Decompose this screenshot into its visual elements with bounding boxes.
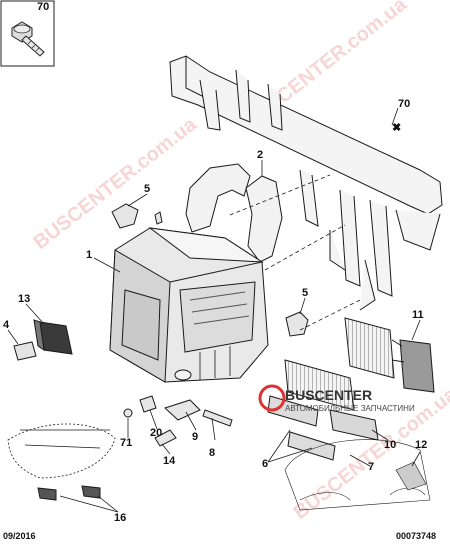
leader-lines bbox=[7, 107, 421, 513]
callout-7: 7 bbox=[368, 461, 374, 473]
actuator-part-5-upper bbox=[111, 203, 163, 229]
callout-13: 13 bbox=[18, 293, 30, 305]
callout-6: 6 bbox=[262, 458, 268, 470]
dashboard-crossbeam bbox=[169, 55, 443, 311]
callout-labels: 70 70 2 5 1 13 5 4 11 71 20 9 14 8 10 6 … bbox=[3, 1, 427, 524]
callout-20: 20 bbox=[150, 427, 162, 439]
actuator-part-5-right bbox=[285, 311, 309, 337]
callout-14: 14 bbox=[163, 455, 176, 467]
callout-71: 71 bbox=[120, 437, 132, 449]
callout-70-inset: 70 bbox=[37, 1, 49, 13]
callout-5-upper: 5 bbox=[144, 183, 150, 195]
callout-9: 9 bbox=[192, 431, 198, 443]
callout-70: 70 bbox=[398, 98, 410, 110]
clips-part-16 bbox=[37, 485, 101, 501]
callout-12: 12 bbox=[415, 439, 427, 451]
evaporator-part-10 bbox=[284, 359, 379, 441]
heater-core-part-11 bbox=[344, 317, 435, 393]
callout-1: 1 bbox=[86, 249, 92, 261]
resistor-part-13 bbox=[33, 319, 73, 355]
cowl-cutaway bbox=[7, 423, 116, 479]
callout-5-right: 5 bbox=[302, 287, 308, 299]
logo-tagline: АВТОМОБИЛЬНЫЕ ЗАПЧАСТИНИ bbox=[285, 404, 415, 413]
callout-10: 10 bbox=[384, 439, 396, 451]
fastener-inset bbox=[0, 0, 55, 67]
vehicle-outline bbox=[284, 439, 431, 511]
callout-11: 11 bbox=[412, 309, 424, 321]
logo-text: BUSCENTER bbox=[285, 387, 372, 403]
buscenter-logo: BUSCENTER АВТОМОБИЛЬНЫЕ ЗАПЧАСТИНИ bbox=[258, 384, 415, 413]
footer-reference: 00073748 bbox=[396, 531, 436, 541]
callout-2: 2 bbox=[257, 149, 263, 161]
fastener-marker-icon: ✖ bbox=[392, 122, 401, 134]
air-duct-part-2 bbox=[185, 163, 283, 263]
filter-part-6 bbox=[267, 395, 336, 461]
callout-4: 4 bbox=[3, 319, 10, 331]
callout-16: 16 bbox=[114, 512, 126, 524]
small-parts-cluster bbox=[123, 395, 233, 447]
footer-date: 09/2016 bbox=[3, 531, 36, 541]
callout-8: 8 bbox=[209, 447, 215, 459]
bolt-icon bbox=[11, 21, 45, 57]
connector-part-4 bbox=[13, 341, 37, 361]
hvac-housing-part-1 bbox=[109, 227, 269, 383]
